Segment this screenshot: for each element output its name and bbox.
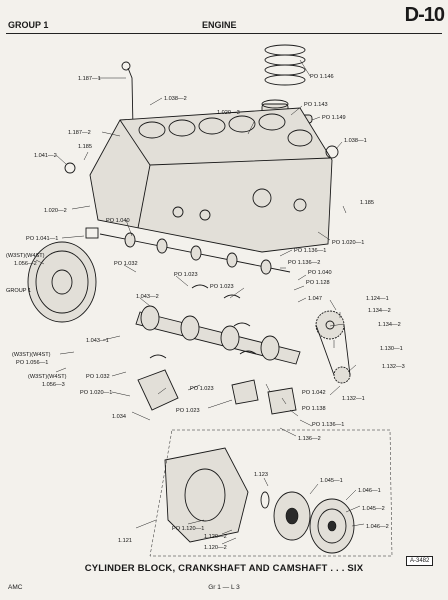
part-label: 1.056—2 [14,261,37,267]
part-label: 1.046—2 [366,524,389,530]
bearing-caps [137,284,297,415]
timing-gears [315,310,351,384]
part-label: 1.123 [254,472,268,478]
piston-rings [264,44,306,86]
part-label: PO 1.032 [86,374,110,380]
figure-caption: CYLINDER BLOCK, CRANKSHAFT AND CAMSHAFT … [84,563,364,574]
part-label: PO 1.020—1 [332,240,364,246]
part-label: (W3ST)(W4ST) [12,352,51,358]
part-label: 1.187—2 [68,130,91,136]
footer-page-ref: Gr 1 — L 3 [208,584,240,591]
part-label: 1.043—1 [86,338,109,344]
footer-brand: AMC [8,584,23,591]
camshaft-bearing [85,227,99,239]
part-label: (W3ST)(W4ST) [6,253,45,259]
part-label: PO 1.120—1 [172,526,204,532]
page-number: D-10 [404,4,445,26]
part-label: 1.045—1 [320,478,343,484]
part-label: PO 1.023 [176,408,200,414]
part-label: PO 1.128 [306,280,330,286]
expansion-plug [64,162,76,174]
part-label: 1.038—1 [344,138,367,144]
part-label: PO 1.023 [210,284,234,290]
part-label: 1.134—2 [378,322,401,328]
part-label: PO 1.136—1 [312,422,344,428]
part-label: 1.038—2 [164,96,187,102]
vibration-damper [273,491,355,554]
part-label: PO 1.042 [302,390,326,396]
part-label: 1.046—1 [358,488,381,494]
part-label: PO 1.020—1 [80,390,112,396]
part-label: 1.185 [360,200,374,206]
part-label: PO 1.143 [304,102,328,108]
camshaft [99,232,291,275]
part-label: PO 1.056—1 [16,360,48,366]
part-label: 1.120—2 [204,545,227,551]
part-label: PO 1.149 [322,115,346,121]
crankshaft [135,305,301,365]
part-label: 1.056—3 [42,382,65,388]
expansion-plug [325,145,339,159]
part-label: PO 1.136—1 [294,248,326,254]
part-label: 1.041—2 [34,153,57,159]
part-label: PO 1.136—2 [288,260,320,266]
part-label: 1.034 [112,414,126,420]
part-label: 1.043—2 [136,294,159,300]
group-heading: GROUP 1 [8,20,49,30]
part-label: 1.020—3 [217,110,240,116]
section-title: ENGINE [202,20,237,30]
part-label: PO 1.023 [190,386,214,392]
part-label: 1.047 [308,296,322,302]
part-label: 1.045—2 [362,506,385,512]
part-label: 1.130—1 [380,346,403,352]
part-label: PO 1.040 [106,218,130,224]
timing-cover [164,447,270,543]
leader-lines [35,59,365,545]
part-label: 1.134—2 [368,308,391,314]
part-labels: 1.187—1 1.038—2 1.020—3 PO 1.146 PO 1.14… [6,74,405,551]
part-label: 1.136—2 [298,436,321,442]
part-label: PO 1.041—1 [26,236,58,242]
part-label: GROUP 1 [6,288,31,294]
part-label: 1.132—3 [382,364,405,370]
part-label: 1.187—1 [78,76,101,82]
part-label: PO 1.040 [308,270,332,276]
part-label: 1.124—1 [366,296,389,302]
flywheel [27,241,97,323]
part-label: PO 1.032 [114,261,138,267]
header-rule [6,33,442,34]
cylinder-block [89,107,333,253]
part-label: PO 1.146 [310,74,334,80]
part-label: PO 1.138 [302,406,326,412]
part-label: 1.020—2 [44,208,67,214]
part-label: PO 1.023 [174,272,198,278]
figure-reference: A-3482 [406,556,434,566]
part-label: 1.121 [118,538,132,544]
part-label: (W3ST)(W4ST) [28,374,67,380]
part-label: 1.132—1 [342,396,365,402]
part-label: 1.185 [78,144,92,150]
part-label: 1.120—2 [204,534,227,540]
